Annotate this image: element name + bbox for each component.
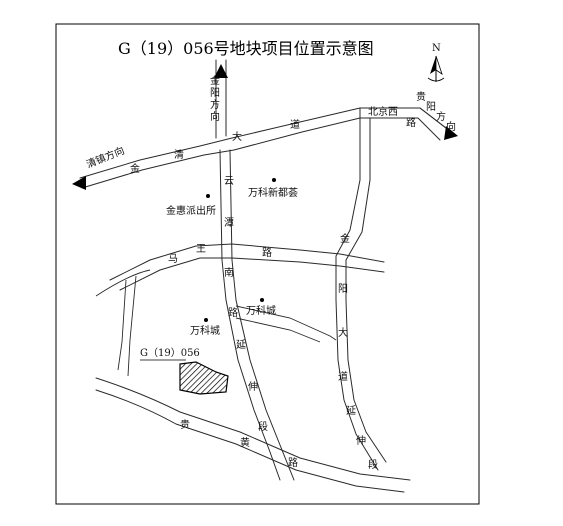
road-label-gui-bottom: 贵 — [180, 418, 190, 431]
svg-text:金惠派出所: 金惠派出所 — [166, 204, 216, 217]
road-label-yang-right: 阳 — [338, 283, 348, 295]
arrow-guiyang-icon — [444, 126, 458, 140]
svg-text:N: N — [432, 43, 441, 54]
project-parcel: G（19）056 — [140, 347, 229, 395]
svg-text:金: 金 — [210, 74, 220, 87]
label-jinyang-direction: 金 阳 方 向 — [210, 74, 220, 123]
road-label-ma: 马 — [168, 253, 178, 265]
road-label-dao-right: 道 — [338, 370, 348, 383]
poi-jinhui-police: 金惠派出所 — [166, 194, 216, 217]
road-label-beijingxi-lu: 路 — [406, 116, 416, 129]
road-label-nan: 南 — [224, 266, 234, 279]
road-label-wang: 王 — [196, 244, 206, 255]
road-label-yun: 云 — [224, 176, 234, 187]
poi-vanke-xindu: 万科新都荟 — [248, 178, 298, 199]
road-label-duan-right: 段 — [368, 458, 378, 471]
poi-vanke-city-right: 万科城 — [246, 298, 276, 317]
arrow-qingzhen-icon — [72, 176, 86, 190]
road-network — [79, 59, 447, 493]
label-qingzhen-direction: 清镇方向 — [84, 144, 126, 171]
road-label-huang-bottom: 黄 — [240, 436, 250, 449]
road-label-tan: 潭 — [224, 217, 234, 229]
road-label-lu-mawang: 路 — [262, 246, 272, 259]
svg-text:向: 向 — [446, 120, 456, 133]
svg-text:向: 向 — [210, 110, 220, 123]
svg-text:贵: 贵 — [416, 90, 426, 103]
road-label-lu-bottom: 路 — [288, 456, 298, 469]
road-label-lu-yuntan: 路 — [228, 306, 238, 319]
road-label-da: 大 — [232, 130, 242, 143]
svg-text:阳: 阳 — [426, 101, 436, 113]
road-label-duan-center: 段 — [258, 420, 268, 433]
road-label-da-right: 大 — [338, 326, 348, 339]
road-label-yan-center: 延 — [236, 339, 246, 351]
road-label-yan-right: 延 — [346, 405, 356, 417]
svg-text:万科城: 万科城 — [246, 304, 276, 317]
road-label-dao: 道 — [290, 118, 300, 131]
map-title: G（19）056号地块项目位置示意图 — [118, 39, 374, 58]
road-label-jin-right: 金 — [340, 232, 350, 245]
road-label-jin: 金 — [130, 162, 140, 175]
label-guiyang-direction: 贵 阳 方 向 — [416, 90, 456, 133]
map-frame — [55, 23, 480, 505]
road-label-beijingxi: 北京西 — [368, 105, 398, 118]
svg-text:方: 方 — [210, 98, 220, 111]
road-label-shen-center: 伸 — [248, 381, 258, 393]
arrow-jinyang-icon — [214, 64, 228, 78]
road-label-qing: 清 — [174, 148, 184, 161]
svg-text:方: 方 — [436, 110, 446, 123]
north-arrow-icon: N — [427, 43, 445, 82]
poi-vanke-city-left: 万科城 — [190, 318, 220, 337]
svg-text:万科新都荟: 万科新都荟 — [248, 186, 298, 199]
svg-text:万科城: 万科城 — [190, 324, 220, 337]
parcel-label: G（19）056 — [140, 347, 200, 359]
road-label-shen-right: 伸 — [356, 435, 366, 447]
svg-text:阳: 阳 — [210, 87, 220, 99]
